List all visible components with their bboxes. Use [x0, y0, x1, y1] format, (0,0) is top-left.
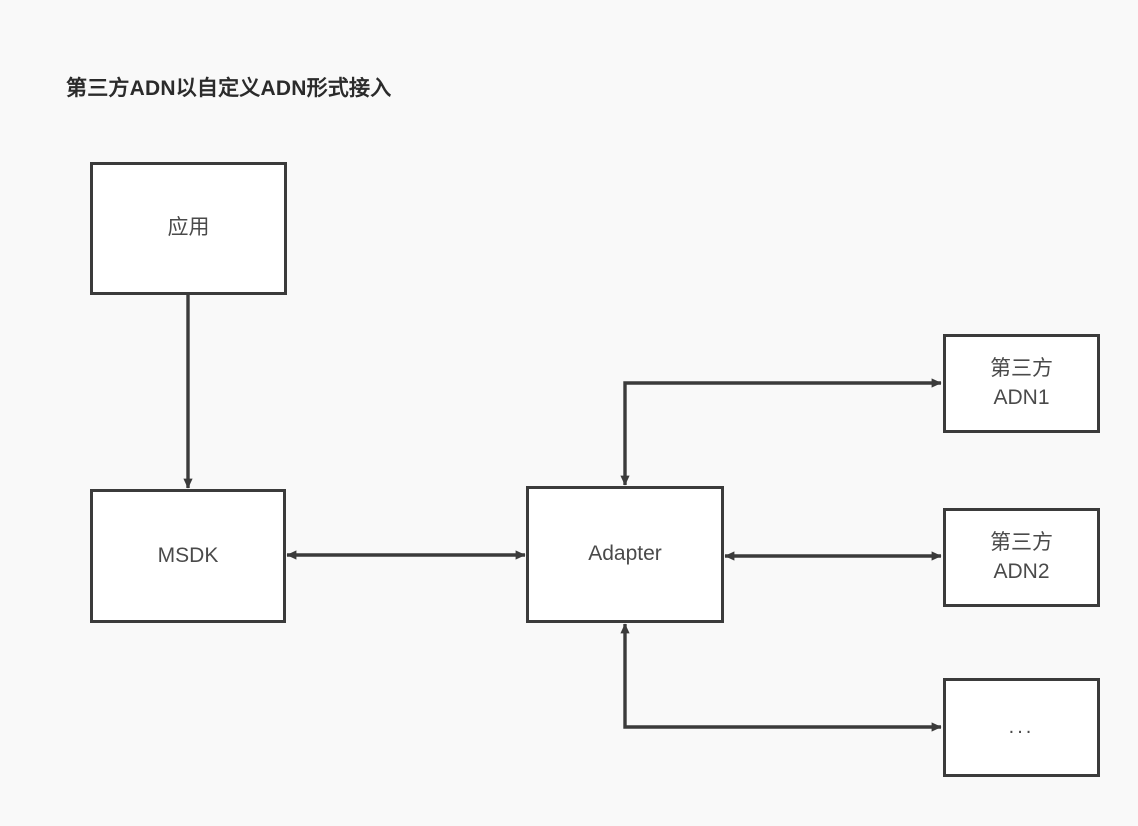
node-msdk-label: MSDK — [157, 543, 219, 567]
node-third-party-adn2-label: 第三方 ADN2 — [990, 530, 1053, 583]
node-more-adns-label: ... — [1008, 715, 1035, 738]
node-app-label: 应用 — [167, 216, 210, 240]
page-title: 第三方ADN以自定义ADN形式接入 — [66, 77, 392, 100]
node-adapter[interactable]: Adapter — [526, 486, 724, 623]
node-msdk[interactable]: MSDK — [90, 489, 286, 623]
node-third-party-adn2[interactable]: 第三方 ADN2 — [943, 508, 1100, 607]
node-adapter-label: Adapter — [588, 542, 662, 566]
node-app[interactable]: 应用 — [90, 162, 287, 295]
node-more-adns[interactable]: ... — [943, 678, 1100, 777]
node-third-party-adn1-label: 第三方 ADN1 — [990, 356, 1053, 409]
edge-adapter-more — [620, 623, 942, 732]
edge-adapter-adn1 — [620, 378, 942, 486]
node-third-party-adn1[interactable]: 第三方 ADN1 — [943, 334, 1100, 433]
